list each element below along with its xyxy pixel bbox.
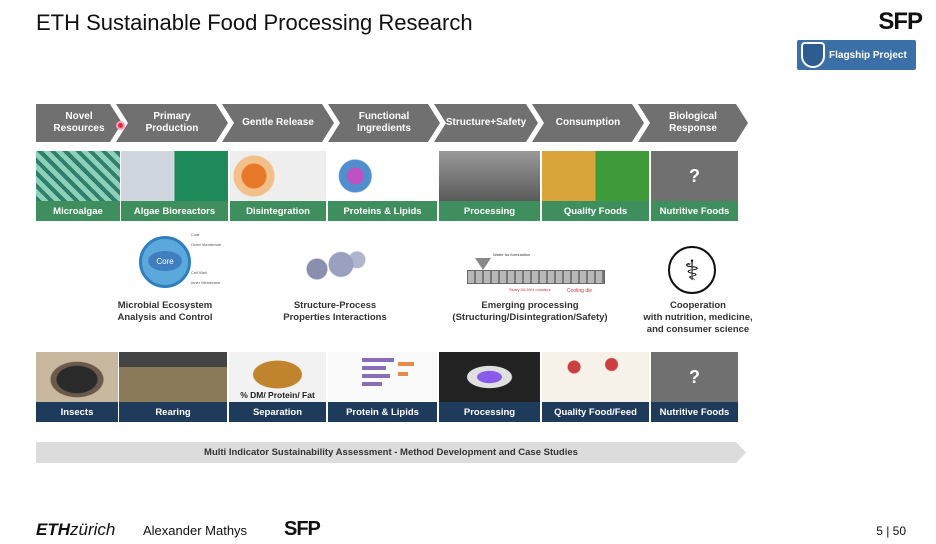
larva-image: % DM/ Protein/ Fat	[229, 352, 326, 402]
tile-label: Quality Food/Feed	[542, 402, 649, 422]
extruder-note: Water for formulation	[493, 252, 531, 257]
eth-logo-bold: ETH	[36, 520, 70, 539]
label-emerging-processing: Emerging processing (Structuring/Disinte…	[452, 300, 608, 323]
page-number: 5 | 50	[876, 524, 906, 538]
eth-logo-light: zürich	[70, 520, 116, 539]
rearing-image	[119, 352, 227, 402]
tile-label: Rearing	[119, 402, 227, 422]
tile-label: Insects	[36, 402, 118, 422]
processing-machine-image	[439, 151, 540, 201]
chevron-consumption: Consumption	[532, 104, 644, 142]
tile-label: Quality Foods	[542, 201, 649, 221]
footer-sfp-logo: SFP	[284, 518, 321, 540]
food-illustration-image	[542, 352, 649, 402]
chevron-primary-production: Primary Production	[116, 104, 228, 142]
label-structure-process: Structure-Process Properties Interaction…	[283, 300, 387, 323]
bar-chart-image	[328, 352, 437, 402]
tile-label: Processing	[439, 201, 540, 221]
disintegration-image	[230, 151, 326, 201]
protein-network-image	[293, 246, 373, 292]
caduceus-icon: ⚕	[668, 246, 716, 294]
cell-annotation: Outer Membrane	[191, 242, 222, 247]
cursor-dot-icon	[116, 121, 125, 130]
tile-processing-2: Processing	[439, 352, 540, 422]
tile-microalgae: Microalgae	[36, 151, 120, 221]
value-chain: Novel Resources Primary Production Gentl…	[36, 104, 748, 142]
chevron-functional-ingredients: Functional Ingredients	[328, 104, 440, 142]
tile-label: Nutritive Foods	[651, 201, 738, 221]
question-mark: ?	[651, 151, 738, 201]
sfp-logo: SFP	[878, 8, 923, 35]
cell-annotation: Inner Membrane	[191, 280, 221, 285]
plasma-processing-image	[439, 352, 540, 402]
cell-annotation: Cell Wall	[191, 270, 207, 275]
label-cooperation: Cooperation with nutrition, medicine, an…	[643, 300, 753, 335]
tile-proteins-lipids: Proteins & Lipids	[328, 151, 437, 221]
chevron-biological-response: Biological Response	[638, 104, 748, 142]
hopper-icon	[475, 258, 491, 270]
chevron-gentle-release: Gentle Release	[222, 104, 334, 142]
cell-diagram: Core Coat Outer Membrane Cell Wall Inner…	[133, 230, 233, 290]
flagship-label: Flagship Project	[829, 49, 907, 61]
separation-overlay: % DM/ Protein/ Fat	[240, 390, 315, 400]
cell-annotation: Coat	[191, 232, 200, 237]
sustainability-assessment-bar: Multi Indicator Sustainability Assessmen…	[36, 442, 746, 463]
tile-label: Processing	[439, 402, 540, 422]
tile-nutritive-foods-2: ? Nutritive Foods	[651, 352, 738, 422]
tile-label: Nutritive Foods	[651, 402, 738, 422]
tile-rearing: Rearing	[119, 352, 227, 422]
label-microbial-ecosystem: Microbial Ecosystem Analysis and Control	[117, 300, 213, 323]
tile-algae-bioreactors: Algae Bioreactors	[121, 151, 228, 221]
shield-icon	[801, 42, 825, 68]
tile-quality-foods: Quality Foods	[542, 151, 649, 221]
extruder-diagram: Water for formulation Cooling die Slurry…	[455, 252, 607, 294]
flagship-badge: Flagship Project	[797, 40, 916, 70]
tile-label: Algae Bioreactors	[121, 201, 228, 221]
tile-insects: Insects	[36, 352, 118, 422]
page-title: ETH Sustainable Food Processing Research	[36, 10, 473, 35]
tile-quality-food-feed: Quality Food/Feed	[542, 352, 649, 422]
tile-label: Microalgae	[36, 201, 120, 221]
bioreactor-image	[121, 151, 228, 201]
tile-label: Proteins & Lipids	[328, 201, 437, 221]
extruder-note: Cooling die	[567, 288, 593, 294]
cell-core-label: Core	[148, 251, 182, 271]
protein-structure-image	[328, 151, 437, 201]
tile-processing: Processing	[439, 151, 540, 221]
tile-separation: % DM/ Protein/ Fat Separation	[229, 352, 326, 422]
quality-foods-image	[542, 151, 649, 201]
extruder-note: Slurry 50-65% moisture	[509, 287, 551, 292]
chevron-novel-resources: Novel Resources	[36, 104, 122, 142]
author-name: Alexander Mathys	[143, 523, 248, 538]
insect-image	[36, 352, 118, 402]
tile-protein-lipids: Protein & Lipids	[328, 352, 437, 422]
microalgae-image	[36, 151, 120, 201]
tile-label: Protein & Lipids	[328, 402, 437, 422]
chevron-structure-safety: Structure+Safety	[434, 104, 538, 142]
eth-zurich-logo: ETHzürich	[36, 520, 115, 540]
tile-label: Disintegration	[230, 201, 326, 221]
tile-label: Separation	[229, 402, 326, 422]
tile-disintegration: Disintegration	[230, 151, 326, 221]
question-mark: ?	[651, 352, 738, 402]
tile-nutritive-foods: ? Nutritive Foods	[651, 151, 738, 221]
